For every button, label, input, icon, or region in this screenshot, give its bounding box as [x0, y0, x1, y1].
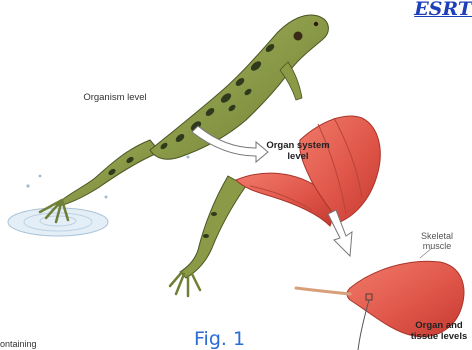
- water-splash: [8, 156, 190, 237]
- skeletal-muscle-label: Skeletal muscle: [410, 231, 464, 252]
- organism-level-label: Organism level: [80, 93, 150, 104]
- organ-tissue-levels-label: Organ and tissue levels: [406, 321, 472, 343]
- organ-system-level-label: Organ system level: [262, 141, 334, 163]
- figure-caption: Fig. 1: [194, 328, 245, 350]
- esrt-link[interactable]: ESRT: [414, 0, 472, 20]
- cutoff-text: ontaining: [0, 339, 37, 349]
